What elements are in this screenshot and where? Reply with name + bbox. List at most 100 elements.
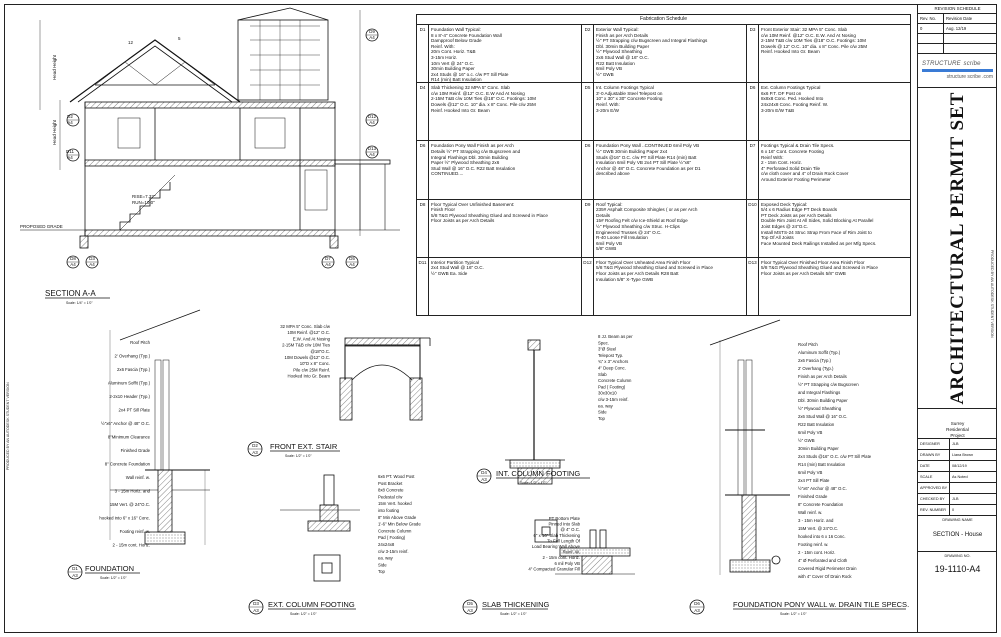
foundation-callout: 15M Vert. @ 24"O.C. — [110, 502, 150, 507]
ext-col-callout: ea. way — [378, 556, 394, 561]
slab-title-text: SLAB THICKENING — [482, 600, 550, 609]
schedule-cell-text: Floor Typical Over Unheated Area Finish … — [594, 257, 747, 316]
tag-a4: A4 — [369, 152, 375, 157]
pony-callout: Finish as per Arch Details — [798, 374, 847, 379]
int-col-callout: Top — [598, 416, 606, 421]
ext-column-title: D3 A3 EXT. COLUMN FOOTING Scale: 1/2" = … — [253, 600, 356, 616]
int-column-detail — [476, 339, 565, 543]
int-col-callout: 8 JJ. Beam as per — [598, 334, 633, 339]
tag-d8: D8 — [70, 256, 76, 261]
logo-url: structure scribe .com — [946, 74, 993, 80]
rev-no-header: Rev. No. — [918, 14, 944, 24]
approved-label: APPROVED BY — [918, 483, 950, 494]
stair-rise: RISE=7.37" — [132, 194, 156, 199]
schedule-cell-id: D1 — [417, 25, 429, 84]
project-city: Surrey — [950, 421, 965, 426]
stair-callout: 32 MPA 5" Conc. Slab c/w — [280, 324, 331, 329]
rev-empty — [918, 34, 944, 44]
pony-wall-detail — [689, 319, 790, 615]
rev-empty — [918, 44, 944, 54]
schedule-cell-id: D12 — [582, 257, 594, 316]
ext-col-tag-num: D3 — [253, 601, 259, 606]
schedule-cell-id: D11 — [417, 257, 429, 316]
foundation-title-text: FOUNDATION — [85, 564, 134, 573]
ext-col-callout: Concrete Column — [378, 528, 412, 533]
slab-title: D5 A3 SLAB THICKENING Scale: 1/2" = 1'0" — [467, 600, 549, 616]
pony-callout: 2x4 PT Sill Plate — [798, 478, 830, 483]
pony-callout: 2x4 Studs @16" O.C. c/w PT Sill Plate — [798, 454, 872, 459]
slab-callout: To Full Length Of — [547, 538, 581, 543]
slab-callout: Reinf. W. — [563, 550, 580, 555]
scale-label: SCALE — [918, 472, 950, 483]
tag-a4: A4 — [349, 262, 355, 267]
pony-callout: Dbl. 30min Building Paper — [798, 398, 848, 403]
schedule-cell-text: Exposed Deck Typical: 5/4 x 6 Radius Edg… — [759, 200, 910, 258]
slab-scale: Scale: 1/2" = 1'0" — [500, 612, 527, 616]
ext-col-callout: 1'-6" Min Below Grade — [378, 522, 421, 527]
schedule-cell-id: D6 — [747, 83, 759, 142]
designer-label: DESIGNER — [918, 439, 950, 450]
rev-no-value: 0 — [918, 24, 944, 34]
schedule-cell-id: D7 — [747, 141, 759, 200]
pony-callout: hooked into 6 x 16 Conc. — [798, 534, 846, 539]
tag-d7: D7 — [325, 256, 331, 261]
drawing-number-label: DRAWING NO. — [944, 554, 971, 558]
foundation-callout: Footing reinf. w. — [120, 529, 150, 534]
schedule-cell-text: Slab Thickening 32 MPA 5" Conc. Slab c/w… — [429, 83, 582, 142]
ext-col-callout: 6x6 PT. Wood Post — [378, 474, 415, 479]
revision-table: Rev. No. Revision Date 0 Aug. 12/19 — [918, 14, 997, 54]
checked-value: JLB — [950, 494, 997, 505]
pony-callout: 2x6 Stud Wall @ 16" O.C. — [798, 414, 847, 419]
schedule-cell-text: Floor Typical Over Unfinished Basement: … — [429, 199, 582, 258]
foundation-callout: Aluminum Soffit (Typ.) — [108, 381, 151, 386]
pony-callout: 8" Concrete Foundation — [798, 502, 844, 507]
stair-callout: E.W. And At Nosing — [293, 336, 331, 341]
foundation-callout: ½"x6" Anchor @ 48" O.C. — [101, 421, 150, 426]
tag-d11: D11 — [66, 149, 74, 154]
schedule-cell-id: D13 — [747, 257, 759, 316]
int-col-tag-num: D4 — [481, 470, 487, 475]
int-col-callout: Pad ( Footing) — [598, 384, 626, 389]
slab-callout: Pinned Into Slab — [548, 522, 580, 527]
slope-5: 5 — [178, 36, 181, 41]
schedule-cell-text: Ext. Column Footings Typical 6x6 P.T. DF… — [759, 83, 910, 142]
pony-callout: 6mil Poly VB — [798, 430, 822, 435]
foundation-callout: 2x6 Fascia (Typ.) — [117, 367, 151, 372]
scale-value: As Noted — [950, 472, 997, 483]
ext-col-callout: 15m Vert. hooked — [378, 501, 412, 506]
tag-a4: A4 — [70, 262, 76, 267]
pony-tag-sheet: A3 — [694, 608, 700, 613]
drawing-name-value: SECTION - House — [932, 532, 983, 538]
pony-callout: 2' Overhang (Typ.) — [798, 366, 834, 371]
front-stair-tag-num: D2 — [252, 443, 258, 448]
schedule-cell-id: D4 — [417, 83, 429, 142]
int-col-callout: ea. way — [598, 403, 614, 408]
schedule-cell-text: Foundation Wall Typical: 8 x 8'-4" Concr… — [429, 25, 582, 84]
int-col-callout: 30x30x10 — [598, 391, 617, 396]
ext-col-callout: 8" Min Above Grade — [378, 515, 417, 520]
ext-col-tag-sheet: A3 — [253, 608, 259, 613]
section-a-a-title: SECTION A-A Scale: 1/4" = 1'0" — [45, 289, 110, 305]
pony-wall-title: D6 A3 FOUNDATION PONY WALL w. DRAIN TILE… — [694, 600, 909, 616]
int-col-callout: Concrete Column — [598, 378, 632, 383]
tag-d9: D9 — [369, 29, 375, 34]
slab-callout: PT Bottom Plate — [549, 516, 581, 521]
slab-callout: Load Bearing Wall Above — [532, 544, 581, 549]
foundation-callout: Roof Pitch — [130, 340, 150, 345]
foundation-callout: 3 - 15m Horiz. and — [115, 489, 151, 494]
foundation-callout: Finished Grade — [121, 448, 151, 453]
tag-d3: D3 — [89, 256, 95, 261]
foundation-callout: 8" Concrete Foundation — [105, 462, 151, 467]
project-info: Surrey Residential Project — [918, 409, 997, 439]
project-word: Project — [950, 433, 965, 438]
stair-run: RUN=10.0" — [132, 200, 155, 205]
tag-d13: D13 — [368, 146, 377, 151]
front-stair-title-text: FRONT EXT. STAIR — [270, 442, 338, 451]
pony-callout: 4" Ø Perforated and Cloth — [798, 558, 848, 563]
slab-tag-num: D5 — [467, 601, 473, 606]
head-height-1: Head Height — [52, 54, 57, 80]
slab-callout: 6" x 16" Slab Thickening — [534, 533, 581, 538]
pony-callout: Covered Rigid Perimeter Drain — [798, 566, 857, 571]
pony-title-text: FOUNDATION PONY WALL w. DRAIN TILE SPECS… — [733, 600, 909, 609]
